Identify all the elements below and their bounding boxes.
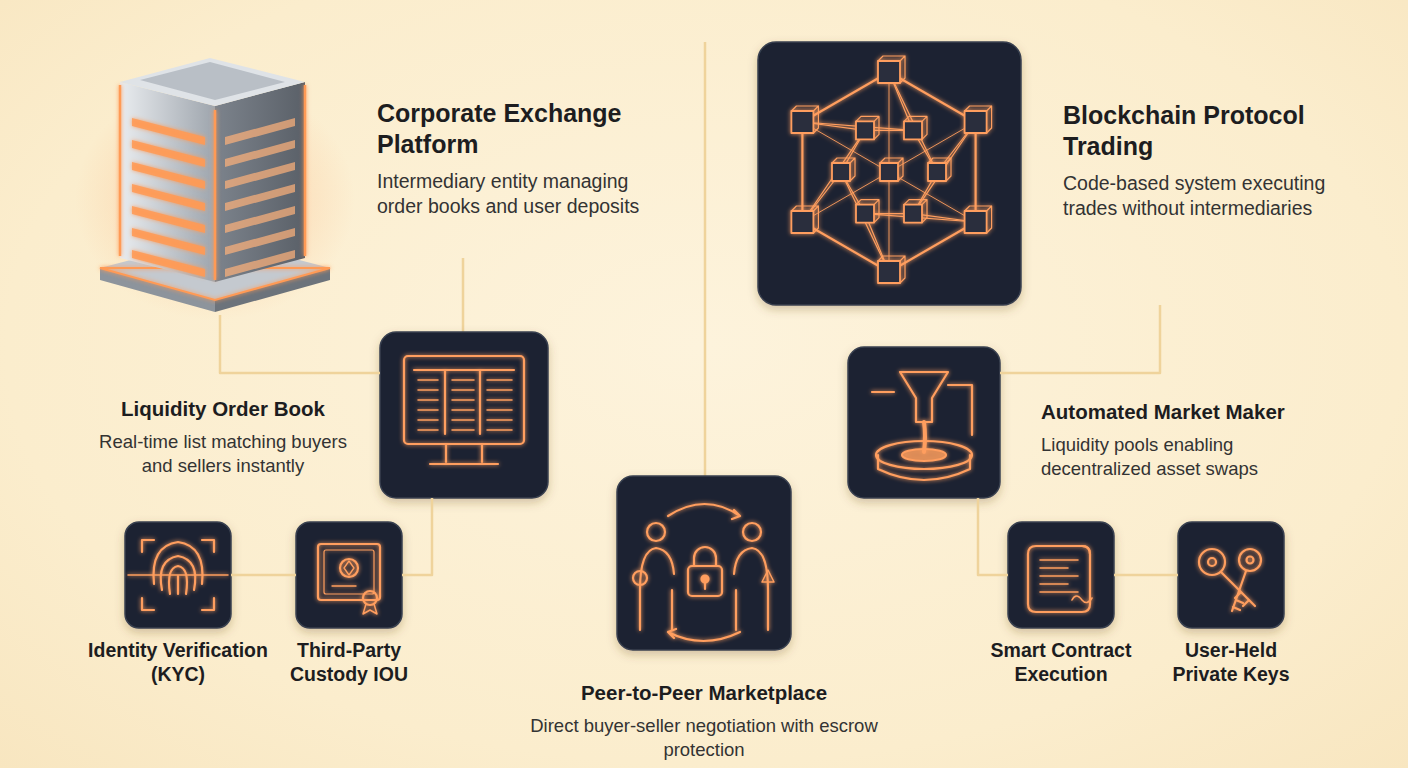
node-title: Identity Verification (KYC)	[81, 638, 275, 687]
text-block: Identity Verification (KYC)	[81, 638, 275, 687]
node-description: Liquidity pools enabling decentralized a…	[1041, 433, 1341, 481]
text-block: Liquidity Order BookReal-time list match…	[88, 396, 358, 478]
connector-line	[402, 498, 432, 575]
connector-line	[978, 498, 1008, 575]
text-block: Third-Party Custody IOU	[269, 638, 429, 687]
node-title: Corporate Exchange Platform	[377, 98, 677, 161]
feature-node: Third-Party Custody IOU	[296, 522, 402, 628]
node-title: Automated Market Maker	[1041, 399, 1341, 425]
connector-line	[1000, 305, 1160, 373]
node-title: User-Held Private Keys	[1151, 638, 1311, 687]
text-block: User-Held Private Keys	[1151, 638, 1311, 687]
concept-node: Corporate Exchange PlatformIntermediary …	[90, 40, 680, 315]
node-title: Smart Contract Execution	[976, 638, 1146, 687]
node-description: Code-based system executing trades witho…	[1063, 171, 1338, 222]
node-title: Peer-to-Peer Marketplace	[524, 680, 884, 706]
node-description: Direct buyer-seller negotiation with esc…	[524, 714, 884, 762]
node-description: Real-time list matching buyers and selle…	[88, 430, 358, 478]
text-block: Automated Market MakerLiquidity pools en…	[1041, 399, 1341, 481]
node-title: Blockchain Protocol Trading	[1063, 100, 1338, 163]
text-block: Blockchain Protocol TradingCode-based sy…	[1063, 100, 1338, 221]
text-block: Corporate Exchange PlatformIntermediary …	[377, 98, 677, 219]
feature-node: Identity Verification (KYC)	[125, 522, 231, 628]
text-block: Smart Contract Execution	[976, 638, 1146, 687]
node-title: Liquidity Order Book	[88, 396, 358, 422]
server-illustration	[75, 58, 355, 320]
node-description: Intermediary entity managing order books…	[377, 169, 677, 220]
feature-node: Smart Contract Execution	[1008, 522, 1114, 628]
concept-node: Peer-to-Peer MarketplaceDirect buyer-sel…	[617, 476, 791, 650]
text-block: Peer-to-Peer MarketplaceDirect buyer-sel…	[524, 680, 884, 762]
concept-node: Automated Market MakerLiquidity pools en…	[848, 347, 1000, 498]
connector-line	[220, 315, 380, 373]
feature-node: User-Held Private Keys	[1178, 522, 1284, 628]
concept-node: Liquidity Order BookReal-time list match…	[380, 332, 548, 498]
node-title: Third-Party Custody IOU	[269, 638, 429, 687]
connector-line	[231, 574, 296, 577]
concept-node: Blockchain Protocol TradingCode-based sy…	[758, 42, 1338, 305]
connector-line	[1114, 574, 1178, 577]
